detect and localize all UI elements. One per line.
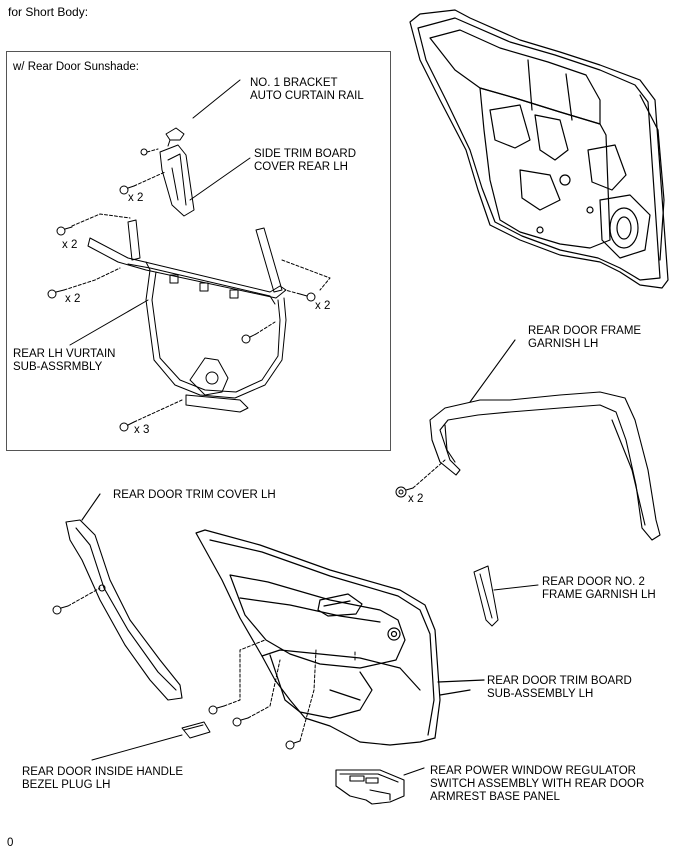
label-bracket-rail-1: NO. 1 BRACKET <box>250 77 338 89</box>
rear-lh-curtain-subassembly <box>69 219 287 413</box>
label-frame-garnish-2: GARNISH LH <box>528 338 599 350</box>
rear-door-shell <box>409 9 669 289</box>
side-trim-board-cover <box>159 144 251 217</box>
rear-door-trim-cover <box>65 493 183 701</box>
label-trim-board-2: SUB-ASSEMBLY LH <box>487 688 594 700</box>
label-side-trim-cover-2: COVER REAR LH <box>254 161 348 173</box>
label-side-trim-cover-1: SIDE TRIM BOARD <box>254 148 357 160</box>
trim-cover-screw <box>52 587 101 615</box>
qty-left-screws-bottom: x 2 <box>65 293 81 305</box>
label-frame-garnish-1: REAR DOOR FRAME <box>528 325 642 337</box>
label-no2-garnish-1: REAR DOOR NO. 2 <box>542 576 645 588</box>
qty-right-screws: x 2 <box>315 300 331 312</box>
label-curtain-sub-1: REAR LH VURTAIN <box>13 348 116 360</box>
rear-door-no2-frame-garnish <box>473 565 539 627</box>
qty-left-screws-top: x 2 <box>62 239 78 251</box>
auto-curtain-rail-bracket <box>165 79 241 147</box>
label-curtain-sub-2: SUB-ASSRMBLY <box>13 361 103 373</box>
page-title: for Short Body: <box>8 5 89 19</box>
label-bezel-plug-1: REAR DOOR INSIDE HANDLE <box>22 766 184 778</box>
label-window-switch-2: SWITCH ASSEMBLY WITH REAR DOOR <box>430 778 645 790</box>
qty-cover-screws: x 2 <box>128 192 144 204</box>
qty-bottom-bolts: x 3 <box>134 424 150 436</box>
label-window-switch-3: ARMREST BASE PANEL <box>430 791 560 803</box>
label-trim-board-1: REAR DOOR TRIM BOARD <box>487 675 632 687</box>
label-trim-cover: REAR DOOR TRIM COVER LH <box>113 489 276 501</box>
power-window-switch-assembly <box>335 767 425 805</box>
frame-garnish-clips <box>395 459 446 498</box>
inset-screws-top <box>47 148 331 432</box>
rear-door-trim-board <box>195 529 485 746</box>
inset-title: w/ Rear Door Sunshade: <box>13 61 139 73</box>
label-no2-garnish-2: FRAME GARNISH LH <box>542 589 656 601</box>
inside-handle-bezel-plug <box>91 721 211 761</box>
rear-door-frame-garnish <box>429 339 661 541</box>
qty-garnish-clips: x 2 <box>408 493 424 505</box>
sunshade-inset-frame <box>6 51 391 451</box>
label-bezel-plug-2: BEZEL PLUG LH <box>22 779 111 791</box>
label-window-switch-1: REAR POWER WINDOW REGULATOR <box>430 765 636 777</box>
figure-id: 0 <box>7 837 14 849</box>
label-bracket-rail-2: AUTO CURTAIN RAIL <box>250 90 364 102</box>
trim-board-screws <box>208 639 356 750</box>
